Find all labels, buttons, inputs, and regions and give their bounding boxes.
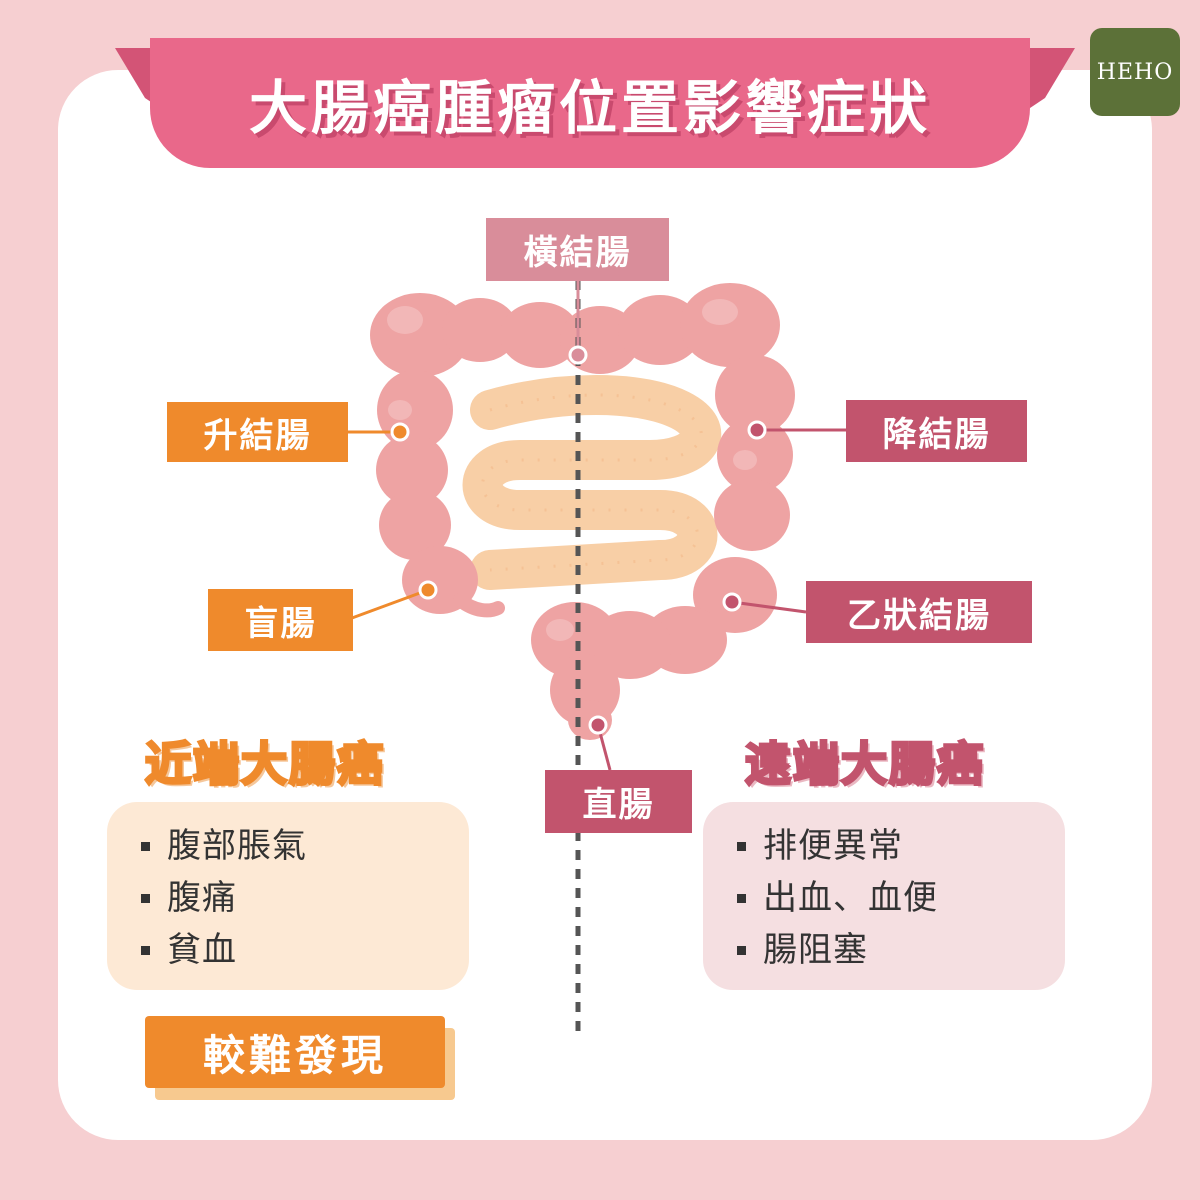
cecum-marker <box>418 580 438 600</box>
small-intestine <box>462 375 722 590</box>
descending-marker <box>747 420 767 440</box>
label-descending-colon: 降結腸 <box>846 400 1027 462</box>
page-title: 大腸癌腫瘤位置影響症狀 <box>248 74 931 142</box>
symptom-item: 腸阻塞 <box>737 924 1065 976</box>
label-rectum: 直腸 <box>545 770 692 833</box>
heho-logo: HEHO <box>1090 28 1180 116</box>
symptom-item: 貧血 <box>141 924 469 976</box>
label-ascending-colon: 升結腸 <box>167 402 348 462</box>
title-banner: 大腸癌腫瘤位置影響症狀 <box>150 38 1030 168</box>
proximal-title: 近端大腸癌 <box>144 736 385 793</box>
symptom-item: 排便異常 <box>737 820 1065 872</box>
sigmoid-marker <box>722 592 742 612</box>
symptom-item: 出血、血便 <box>737 872 1065 924</box>
distal-symptoms-box: 排便異常 出血、血便 腸阻塞 <box>703 802 1065 990</box>
label-sigmoid-colon: 乙狀結腸 <box>806 581 1032 643</box>
symptom-item: 腹部脹氣 <box>141 820 469 872</box>
ascending-marker <box>390 422 410 442</box>
transverse-marker <box>568 345 588 365</box>
label-cecum: 盲腸 <box>208 589 353 651</box>
label-transverse-colon: 橫結腸 <box>486 218 669 281</box>
distal-title: 遠端大腸癌 <box>744 736 985 793</box>
symptom-item: 腹痛 <box>141 872 469 924</box>
proximal-symptoms-box: 腹部脹氣 腹痛 貧血 <box>107 802 469 990</box>
hard-to-detect-badge: 較難發現 <box>145 1016 457 1102</box>
rectum-marker <box>588 715 608 735</box>
hard-to-detect-label: 較難發現 <box>145 1016 445 1088</box>
